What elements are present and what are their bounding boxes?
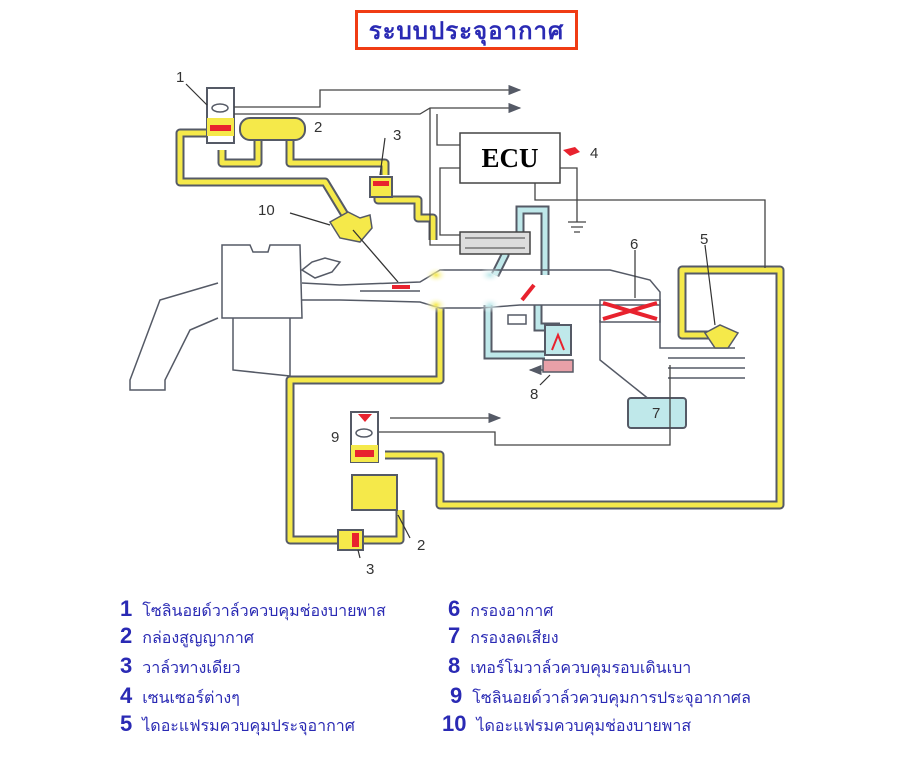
air-induction-diagram: ECU bbox=[129, 69, 785, 578]
legend-item-8: 8 เทอร์โมวาล์วควบคุมรอบเดินเบา bbox=[448, 653, 691, 681]
legend-number: 6 bbox=[448, 596, 461, 621]
air-ducts bbox=[668, 347, 745, 379]
idle-bypass-valve bbox=[520, 283, 536, 302]
legend-item-3: 3 วาล์วทางเดียว bbox=[120, 653, 241, 681]
legend-item-1: 1 โซลินอยด์วาล์วควบคุมช่องบายพาส bbox=[120, 596, 386, 624]
legend-item-2: 2 กล่องสูญญากาศ bbox=[120, 623, 254, 651]
legend-item-4: 4 เซนเซอร์ต่างๆ bbox=[120, 683, 240, 711]
legend-label: เทอร์โมวาล์วควบคุมรอบเดินเบา bbox=[470, 658, 692, 677]
wiring bbox=[234, 84, 766, 446]
legend-item-9: 9 โซลินอยด์วาล์วควบคุมการประจุอากาศล bbox=[450, 683, 751, 711]
vacuum-tank-bottom bbox=[351, 474, 398, 511]
control-valve-block bbox=[459, 231, 531, 255]
engine-block bbox=[129, 244, 668, 391]
check-valve-top bbox=[369, 176, 393, 198]
bypass-diaphragm bbox=[328, 211, 399, 283]
legend-label: กล่องสูญญากาศ bbox=[142, 628, 255, 647]
legend-label: เซนเซอร์ต่างๆ bbox=[142, 688, 240, 707]
legend-item-5: 5 ไดอะแฟรมควบคุมประจุอากาศ bbox=[120, 711, 355, 739]
callout-10: 10 bbox=[258, 202, 275, 219]
ecu-label: ECU bbox=[481, 143, 538, 173]
ecu-unit: ECU bbox=[459, 132, 561, 184]
legend-number: 10 bbox=[442, 711, 467, 736]
check-valve-bottom bbox=[337, 529, 364, 551]
sensor-icon bbox=[563, 147, 580, 156]
callout-leaders bbox=[185, 83, 716, 559]
callout-9: 9 bbox=[331, 429, 339, 446]
legend-item-6: 6 กรองอากาศ bbox=[448, 596, 553, 624]
legend-number: 3 bbox=[120, 653, 133, 678]
idle-sensor bbox=[507, 314, 527, 325]
legend-number: 1 bbox=[120, 596, 133, 621]
throttle-glow bbox=[425, 267, 501, 313]
throttle-valve bbox=[392, 285, 410, 289]
resonator bbox=[599, 320, 687, 429]
vacuum-tank-top bbox=[239, 117, 306, 141]
charge-diaphragm bbox=[703, 324, 740, 349]
callout-2: 2 bbox=[314, 119, 322, 136]
callout-2b: 2 bbox=[417, 537, 425, 554]
legend-label: วาล์วทางเดียว bbox=[142, 658, 241, 677]
legend-label: โซลินอยด์วาล์วควบคุมช่องบายพาส bbox=[142, 601, 386, 620]
legend-label: ไดอะแฟรมควบคุมช่องบายพาส bbox=[476, 716, 692, 735]
title-box: ระบบประจุอากาศ bbox=[355, 10, 578, 50]
legend-item-7: 7 กรองลดเสียง bbox=[448, 623, 559, 651]
legend-label: ไดอะแฟรมควบคุมประจุอากาศ bbox=[142, 716, 355, 735]
legend-number: 4 bbox=[120, 683, 133, 708]
page-title: ระบบประจุอากาศ bbox=[368, 15, 565, 45]
callout-7: 7 bbox=[652, 405, 660, 422]
callout-numbers: 1 2 3 4 5 6 7 8 9 10 2 3 bbox=[176, 69, 708, 578]
callout-5: 5 bbox=[700, 231, 708, 248]
legend-label: โซลินอยด์วาล์วควบคุมการประจุอากาศล bbox=[472, 688, 751, 707]
legend-item-10: 10 ไดอะแฟรมควบคุมช่องบายพาส bbox=[442, 711, 691, 739]
legend-label: กรองอากาศ bbox=[470, 601, 554, 620]
solenoid-valve-9 bbox=[350, 411, 379, 463]
callout-3b: 3 bbox=[366, 561, 374, 578]
thermo-valve bbox=[542, 324, 574, 373]
legend-label: กรองลดเสียง bbox=[470, 628, 559, 647]
callout-6: 6 bbox=[630, 236, 638, 253]
callout-3: 3 bbox=[393, 127, 401, 144]
legend-number: 5 bbox=[120, 711, 133, 736]
legend-number: 2 bbox=[120, 623, 133, 648]
legend-number: 7 bbox=[448, 623, 461, 648]
vacuum-lines bbox=[175, 128, 785, 545]
callout-1: 1 bbox=[176, 69, 184, 86]
callout-4: 4 bbox=[590, 145, 598, 162]
solenoid-valve-1 bbox=[206, 87, 235, 144]
legend-number: 8 bbox=[448, 653, 461, 678]
air-filter bbox=[599, 299, 661, 323]
legend-number: 9 bbox=[450, 683, 463, 708]
callout-8: 8 bbox=[530, 386, 538, 403]
